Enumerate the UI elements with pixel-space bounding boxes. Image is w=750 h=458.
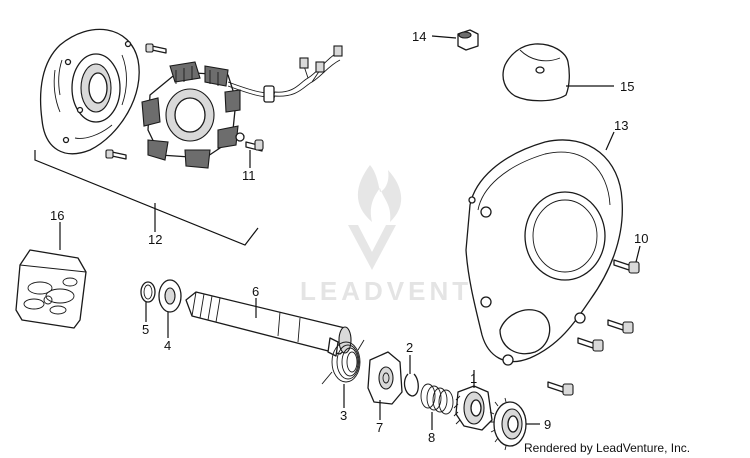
callout-4: 4 (164, 338, 171, 353)
gasket-kit-bag (15, 249, 87, 329)
callout-7: 7 (376, 420, 383, 435)
grommet-15 (502, 43, 570, 102)
callout-leaders (59, 35, 641, 430)
screw-10-middle (607, 319, 634, 334)
callout-1: 1 (470, 371, 477, 386)
stator-coil (141, 61, 241, 169)
screw-10-bottom (547, 381, 574, 396)
kick-start-shaft (185, 291, 352, 357)
stator-base-plate (39, 28, 140, 155)
callout-13: 13 (614, 118, 628, 133)
screw-10-lower (577, 337, 604, 352)
washer-4 (158, 279, 182, 313)
screw-11 (235, 132, 264, 152)
stator-wire-harness (227, 45, 343, 103)
ratchet-7 (367, 351, 403, 405)
callout-16: 16 (50, 208, 64, 223)
screw-plate-top (145, 43, 167, 54)
callout-12: 12 (148, 232, 162, 247)
callout-2: 2 (406, 340, 413, 355)
callout-9: 9 (544, 417, 551, 432)
stator-assembly-bracket (34, 150, 259, 246)
circlip-2 (403, 373, 419, 397)
callout-3: 3 (340, 408, 347, 423)
nut-14 (457, 29, 479, 51)
return-spring-3 (321, 339, 365, 385)
callout-15: 15 (620, 79, 634, 94)
callout-6: 6 (252, 284, 259, 299)
callout-10: 10 (634, 231, 648, 246)
gear-1 (453, 385, 493, 431)
screw-10-top (613, 259, 640, 274)
gear-9 (489, 397, 527, 451)
callout-11: 11 (242, 168, 256, 183)
spring-8 (420, 383, 454, 415)
screw-plate-bottom (105, 149, 127, 160)
watermark-logo-icon (348, 165, 402, 270)
rendered-by-credit: Rendered by LeadVenture, Inc. (524, 441, 690, 455)
callout-14: 14 (412, 29, 426, 44)
ring-5 (140, 281, 156, 303)
callout-8: 8 (428, 430, 435, 445)
callout-5: 5 (142, 322, 149, 337)
crankcase-cover (465, 139, 623, 366)
